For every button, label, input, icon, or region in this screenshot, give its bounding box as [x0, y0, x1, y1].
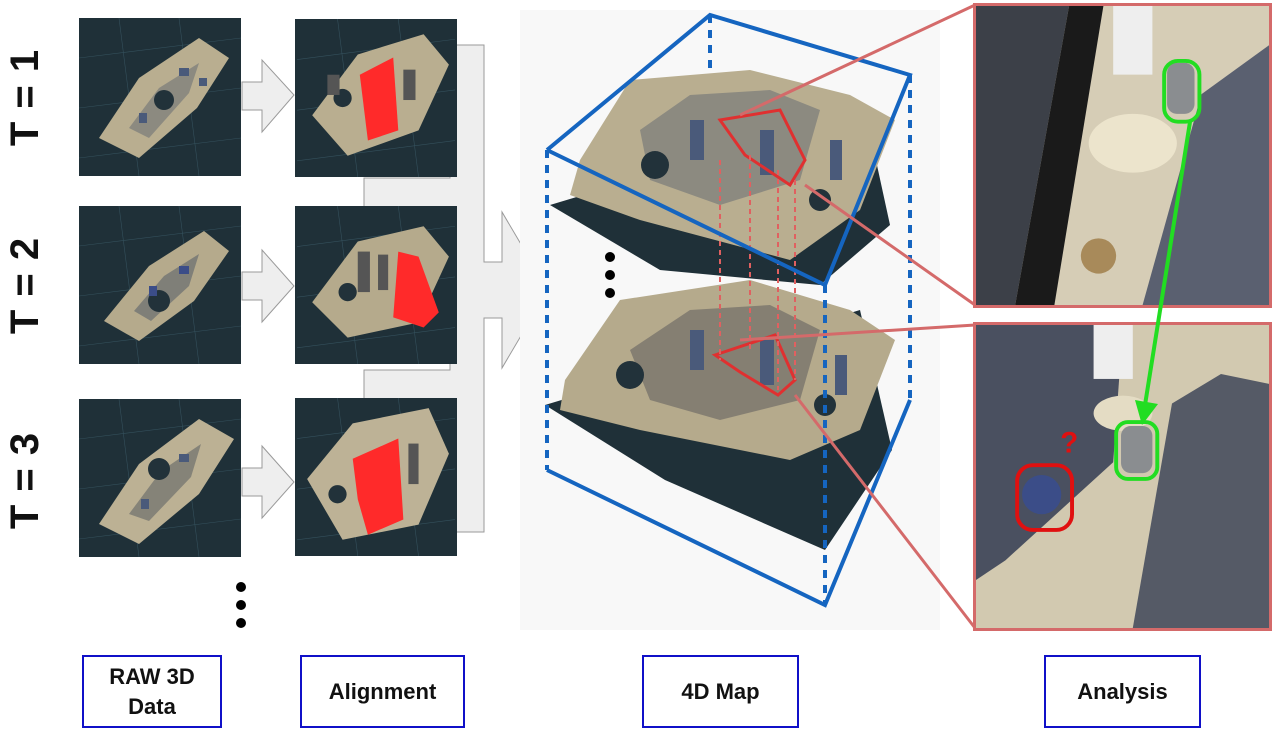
stage-alignment-label: Alignment	[328, 678, 437, 704]
aligned-scan-t2	[295, 206, 457, 364]
question-mark-label: ?	[1060, 426, 1078, 459]
raw-scan-t3	[79, 399, 241, 557]
ellipsis-vertical-icon	[236, 618, 246, 628]
right-arrow-icon	[241, 248, 295, 324]
ellipsis-vertical-icon	[236, 582, 246, 592]
ellipsis-vertical-icon	[605, 252, 615, 262]
stage-alignment: Alignment	[300, 655, 465, 728]
analysis-view-t2: ?	[973, 322, 1272, 631]
stage-raw-line2: Data	[128, 693, 176, 719]
aligned-scan-t3	[295, 398, 457, 556]
tracked-object-marker	[1162, 58, 1202, 124]
stage-4d-map-label: 4D Map	[681, 678, 760, 704]
right-arrow-icon	[241, 58, 295, 134]
aligned-scan-t1	[295, 19, 457, 177]
ellipsis-vertical-icon	[236, 600, 246, 610]
right-arrow-icon	[241, 444, 295, 520]
tracked-object-marker	[1114, 420, 1160, 481]
stage-analysis-label: Analysis	[1077, 678, 1168, 704]
analysis-view-t1	[973, 3, 1272, 308]
stage-4d-map: 4D Map	[642, 655, 799, 728]
stage-analysis: Analysis	[1044, 655, 1201, 728]
missing-object-marker	[1015, 463, 1074, 532]
ellipsis-vertical-icon	[605, 270, 615, 280]
ellipsis-vertical-icon	[605, 288, 615, 298]
arrowhead-icon	[1135, 400, 1158, 425]
raw-scan-t2	[79, 206, 241, 364]
stage-raw-3d-data: RAW 3D Data	[82, 655, 222, 728]
raw-scan-t1	[79, 18, 241, 176]
map-4d-visualization	[520, 10, 940, 630]
stage-raw-line1: RAW 3D	[109, 663, 195, 689]
